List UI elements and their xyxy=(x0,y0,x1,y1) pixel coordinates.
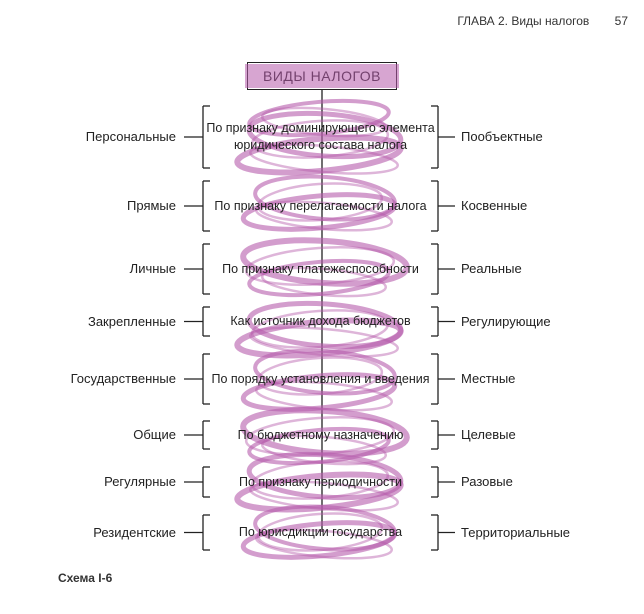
tax-type-right: Местные xyxy=(461,371,516,386)
tax-type-right: Территориальные xyxy=(461,524,571,540)
tax-type-left: Прямые xyxy=(127,198,176,213)
tax-type-right: Регулирующие xyxy=(461,313,551,329)
tax-type-left: Закрепленные xyxy=(87,313,176,329)
tax-type-right: Пообъектные xyxy=(461,129,543,144)
tax-type-right: Целевые xyxy=(461,427,516,442)
tax-type-left: Регулярные xyxy=(104,474,176,489)
criterion-box: По признаку доминирующего элемента юриди… xyxy=(206,121,435,152)
criterion-box: Как источник дохода бюджетов xyxy=(230,314,411,328)
tax-type-right: Косвенные xyxy=(461,198,528,213)
criterion-box: По признаку перелагаемости налога xyxy=(214,198,427,213)
tax-type-left: Персональные xyxy=(85,129,176,144)
page-header: ГЛАВА 2. Виды налогов 57 xyxy=(457,14,628,28)
criterion-box: По порядку установления и введения xyxy=(211,371,430,386)
criterion-box: По признаку платежеспособности xyxy=(222,261,419,276)
tax-type-right: Разовые xyxy=(461,474,513,489)
tax-type-left: Общие xyxy=(133,427,176,442)
chapter-title: ГЛАВА 2. Виды налогов xyxy=(457,14,590,28)
tax-type-left: Государственные xyxy=(70,371,176,386)
tax-type-left: Резидентские xyxy=(93,524,176,540)
page-number: 57 xyxy=(614,14,628,28)
criterion-box: По юрисдикции государства xyxy=(238,525,403,539)
tax-type-right: Реальные xyxy=(461,261,522,276)
tax-type-left: Личные xyxy=(129,261,176,276)
criterion-box: По признаку периодичности xyxy=(239,474,402,489)
criterion-box: По бюджетному назначению xyxy=(237,427,404,442)
figure-caption: Схема I-6 xyxy=(58,571,113,585)
